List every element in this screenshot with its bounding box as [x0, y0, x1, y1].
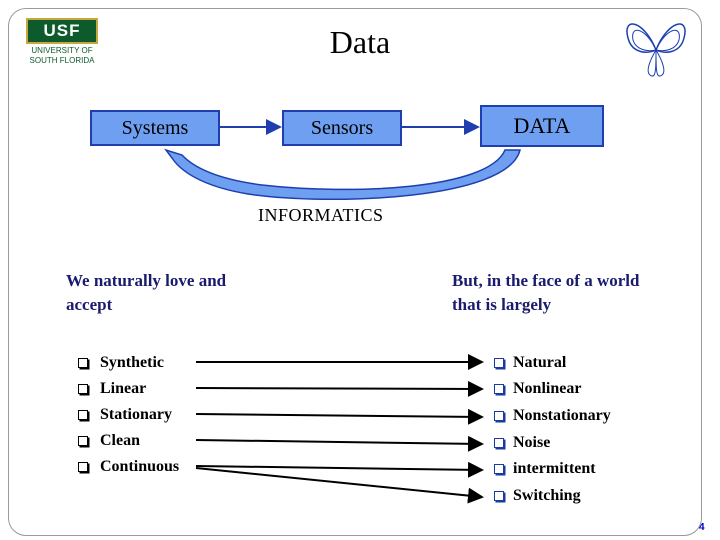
- checkbox-bullet-icon: [78, 410, 88, 420]
- list-item: Clean: [78, 428, 179, 454]
- data-box: DATA: [480, 105, 604, 147]
- list-item: Synthetic: [78, 350, 179, 376]
- checkbox-bullet-icon: [78, 384, 88, 394]
- checkbox-bullet-icon: [494, 411, 504, 421]
- checkbox-bullet-icon: [494, 384, 504, 394]
- usf-logo: USF UNIVERSITY OF SOUTH FLORIDA: [26, 18, 98, 70]
- list-item-label: Synthetic: [100, 354, 164, 371]
- slide-frame: [8, 8, 702, 536]
- checkbox-bullet-icon: [78, 436, 88, 446]
- butterfly-attractor-icon: [626, 23, 686, 77]
- usf-logo-mark: USF: [26, 18, 98, 44]
- checkbox-bullet-icon: [494, 358, 504, 368]
- slide-title: Data: [329, 24, 391, 60]
- sensors-box: Sensors: [282, 110, 402, 146]
- list-item-label: Nonstationary: [513, 407, 611, 424]
- list-item: Natural: [494, 350, 611, 376]
- list-item: Continuous: [78, 454, 179, 480]
- checkbox-bullet-icon: [78, 462, 88, 472]
- left-list: Synthetic Linear Stationary Clean Contin…: [78, 350, 179, 480]
- list-item-label: Clean: [100, 432, 140, 449]
- right-list: Natural Nonlinear Nonstationary Noise in…: [494, 350, 611, 510]
- list-item: Nonstationary: [494, 402, 611, 430]
- checkbox-bullet-icon: [78, 358, 88, 368]
- list-item: Stationary: [78, 402, 179, 428]
- list-item-label: Linear: [100, 380, 147, 397]
- list-item: intermittent: [494, 456, 611, 482]
- right-paragraph: But, in the face of a world that is larg…: [452, 271, 640, 314]
- list-item-label: intermittent: [513, 460, 596, 477]
- list-item-label: Noise: [513, 434, 551, 451]
- usf-logo-line1: UNIVERSITY OF: [31, 46, 93, 55]
- checkbox-bullet-icon: [494, 464, 504, 474]
- checkbox-bullet-icon: [494, 491, 504, 501]
- list-item-label: Stationary: [100, 406, 172, 423]
- list-item-label: Natural: [513, 354, 567, 371]
- list-item: Noise: [494, 430, 611, 456]
- list-item: Switching: [494, 482, 611, 510]
- usf-logo-line2: SOUTH FLORIDA: [29, 56, 95, 65]
- list-item: Nonlinear: [494, 376, 611, 402]
- page-number: 4: [699, 522, 705, 533]
- list-item-label: Switching: [513, 487, 581, 504]
- list-item: Linear: [78, 376, 179, 402]
- informatics-label: INFORMATICS: [258, 205, 384, 225]
- left-paragraph: We naturally love and accept: [66, 271, 227, 314]
- checkbox-bullet-icon: [494, 438, 504, 448]
- systems-box: Systems: [90, 110, 220, 146]
- list-item-label: Nonlinear: [513, 380, 582, 397]
- list-item-label: Continuous: [100, 458, 180, 475]
